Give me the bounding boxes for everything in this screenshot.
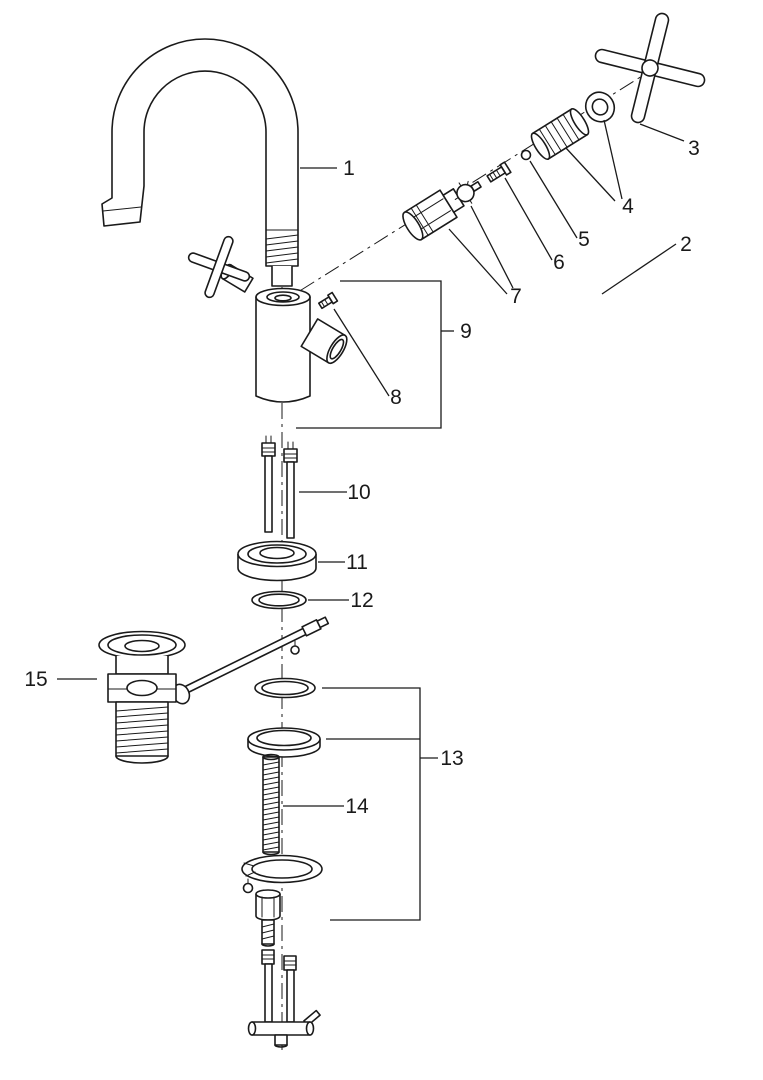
spout — [101, 38, 299, 287]
sleeve — [530, 108, 590, 160]
cap-ring — [584, 91, 616, 123]
leader-6 — [504, 177, 553, 261]
callout-label-5: 5 — [578, 228, 590, 251]
cartridge — [402, 180, 482, 241]
callout-label-8: 8 — [390, 386, 402, 409]
centerlines — [281, 65, 659, 1050]
bracket-9 — [296, 280, 442, 429]
callout-label-12: 12 — [350, 589, 373, 612]
callout-label-1: 1 — [343, 157, 355, 180]
leader-4a — [603, 119, 623, 200]
callout-label-2: 2 — [680, 233, 692, 256]
leader-8 — [333, 308, 390, 397]
callout-label-10: 10 — [347, 481, 370, 504]
callout-leaders — [57, 119, 685, 921]
pop-up-waste — [98, 616, 330, 764]
supply-hoses — [261, 435, 298, 539]
threaded-rod — [262, 753, 280, 856]
callout-label-15: 15 — [24, 668, 47, 691]
bracket-13 — [322, 687, 421, 921]
gasket-ring — [251, 590, 307, 610]
callout-label-4: 4 — [622, 195, 634, 218]
callout-label-11: 11 — [346, 551, 368, 574]
spout-outlet — [300, 318, 348, 365]
base-flange — [237, 540, 317, 582]
leader-7b — [470, 205, 514, 289]
leader-5 — [529, 160, 578, 239]
leader-7a — [448, 228, 508, 295]
bolt — [255, 889, 281, 947]
leader-4b — [565, 147, 616, 202]
faucet-body — [255, 287, 348, 403]
bottom-hoses — [247, 949, 321, 1048]
fastening-set — [241, 677, 323, 894]
small-screw — [486, 161, 512, 183]
callout-label-9: 9 — [460, 320, 472, 343]
callout-label-7: 7 — [510, 285, 522, 308]
side-handle — [187, 235, 254, 299]
callout-label-13: 13 — [440, 747, 463, 770]
leader-2 — [601, 243, 677, 295]
callout-labels: 1 2 3 4 5 6 7 8 9 10 11 12 13 14 15 — [24, 137, 700, 818]
callout-label-3: 3 — [688, 137, 700, 160]
ball — [520, 149, 532, 161]
leader-3 — [639, 123, 685, 142]
cross-handle — [594, 12, 706, 124]
callout-label-6: 6 — [553, 251, 565, 274]
set-screw — [317, 291, 339, 310]
callout-label-14: 14 — [345, 795, 369, 818]
handle-hub — [641, 59, 659, 77]
